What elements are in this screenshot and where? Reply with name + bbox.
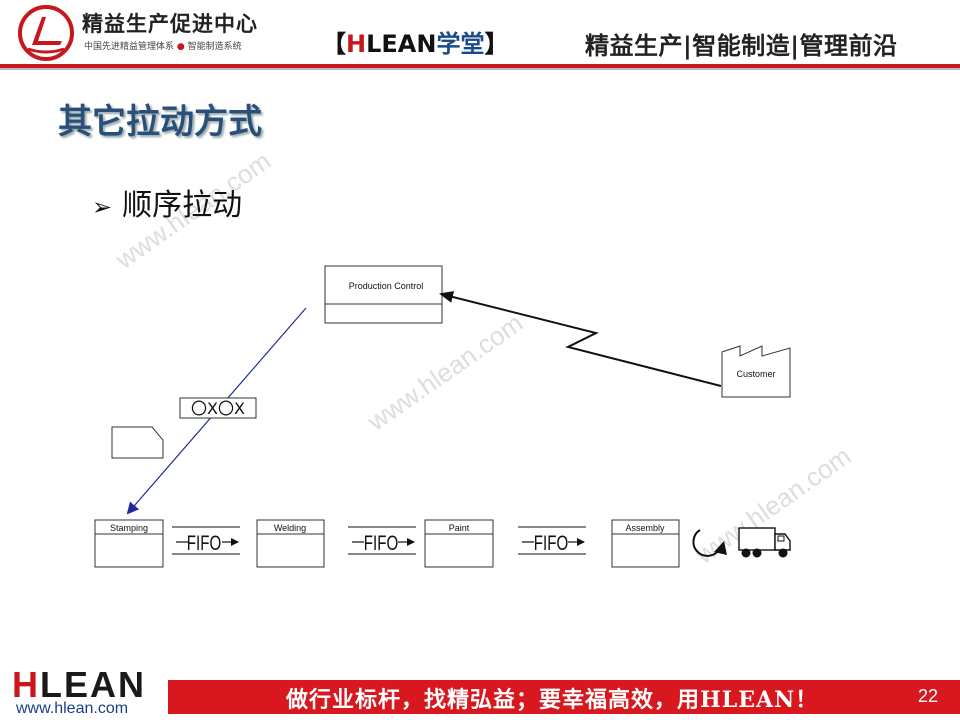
sequence-signal-label: 〇X〇X (191, 399, 245, 418)
brand-bracket-right: 】 (484, 30, 509, 58)
footer-url: www.hlean.com (16, 700, 129, 717)
process-box-paint: Paint (424, 519, 494, 568)
process-label: Stamping (110, 523, 148, 533)
slide-title: 其它拉动方式 (58, 102, 262, 142)
brand-name: 【HLEAN学堂】 (322, 24, 508, 59)
bullet-dot-icon: ● (176, 42, 185, 52)
brand-bracket-left: 【 (322, 30, 346, 58)
header: 精益生产促进中心 中国先进精益管理体系 ● 智能制造系统 【HLEAN学堂】 精… (0, 0, 960, 68)
production-control-box: Production Control (324, 265, 443, 324)
footer-logo-h: H (12, 664, 40, 705)
process-label: Paint (449, 523, 470, 533)
bullet-text: 顺序拉动 (122, 188, 243, 223)
fifo-lane-3: FIFO (518, 526, 586, 555)
header-divider-gray (0, 68, 960, 70)
truck-icon (738, 527, 791, 558)
withdrawal-arrow-icon (692, 529, 727, 557)
bullet-arrow-icon: ➢ (92, 193, 113, 221)
process-box-stamping: Stamping (94, 519, 164, 568)
footer-logo-rest: LEAN (40, 664, 146, 705)
footer-bar (168, 680, 960, 714)
logo-icon (18, 5, 74, 61)
fifo-label: FIFO (364, 530, 398, 554)
center-sub-a: 中国先进精益管理体系 (84, 42, 175, 52)
brand-school: 学堂 (436, 30, 485, 58)
process-label: Assembly (625, 523, 665, 533)
fifo-label: FIFO (187, 530, 221, 554)
fifo-label: FIFO (534, 530, 568, 554)
center-name: 精益生产促进中心 (82, 12, 258, 36)
fifo-lane-1: FIFO (172, 526, 240, 555)
center-sub-b: 智能制造系统 (187, 42, 242, 52)
page-number: 22 (918, 686, 939, 706)
center-subtitle: 中国先进精益管理体系 ● 智能制造系统 (84, 39, 242, 52)
bullet-item: ➢ 顺序拉动 (92, 180, 242, 224)
production-control-label: Production Control (349, 281, 424, 291)
process-box-welding: Welding (256, 519, 325, 568)
document-icon (111, 426, 164, 459)
brand-h: H (346, 30, 367, 58)
customer-label: Customer (736, 369, 775, 379)
footer-slogan: 做行业标杆，找精弘益；要幸福高效，用HLEAN！ (286, 687, 819, 713)
header-slogan: 精益生产|智能制造|管理前沿 (585, 32, 898, 60)
process-label: Welding (274, 523, 306, 533)
process-box-assembly: Assembly (611, 519, 680, 568)
footer-logo: HLEAN (12, 664, 146, 706)
fifo-lane-2: FIFO (348, 526, 416, 555)
customer-factory-icon: Customer (721, 345, 791, 398)
header-divider-red (0, 64, 960, 68)
brand-lean: LEAN (366, 30, 437, 58)
sequence-signal-box: 〇X〇X (179, 397, 257, 419)
electronic-info-arrow (439, 291, 722, 387)
